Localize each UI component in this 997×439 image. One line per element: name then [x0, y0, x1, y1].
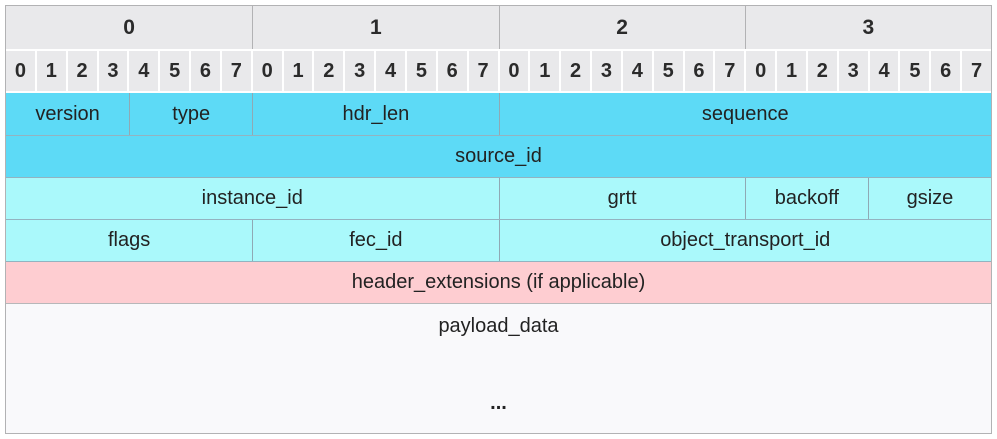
- bit-cell: 1: [283, 51, 313, 91]
- bit-cell: 7: [468, 51, 498, 91]
- field-cell-backoff: backoff: [744, 178, 868, 219]
- field-cell-flags: flags: [108, 229, 151, 251]
- bit-cell: 3: [592, 51, 621, 91]
- field-cell-header-extensions: header_extensions (if applicable): [351, 271, 646, 293]
- byte-header-row: 0 1 2 3: [6, 6, 991, 51]
- payload-data-area: payload_data ...: [6, 303, 991, 433]
- bit-cell: 5: [406, 51, 436, 91]
- bit-cell: 6: [191, 51, 220, 91]
- field-cell-fec-id: fec_id: [252, 220, 498, 261]
- bit-cell: 6: [684, 51, 714, 91]
- field-cell-object-transport-id: object_transport_id: [498, 220, 992, 261]
- byte-header-2: 2: [498, 6, 745, 49]
- bit-cell: 4: [622, 51, 652, 91]
- bit-cell: 3: [345, 51, 375, 91]
- field-cell-grtt: grtt: [498, 178, 745, 219]
- bit-cell: 0: [746, 51, 776, 91]
- bit-cell: 6: [437, 51, 467, 91]
- bit-cell: 1: [530, 51, 560, 91]
- payload-data-label: payload_data: [438, 315, 559, 337]
- bit-cell: 6: [931, 51, 961, 91]
- bit-cell: 3: [838, 51, 868, 91]
- bit-cell: 0: [499, 51, 529, 91]
- field-cell-hdr-len: hdr_len: [252, 93, 498, 135]
- bit-cell: 2: [67, 51, 97, 91]
- field-row-word0: version type hdr_len sequence: [6, 93, 991, 135]
- byte-header-0: 0: [123, 15, 135, 39]
- field-cell-instance-id: instance_id: [201, 187, 303, 209]
- field-cell-source-id: source_id: [455, 145, 542, 167]
- field-row-word3: flags fec_id object_transport_id: [6, 219, 991, 261]
- field-row-word2: instance_id grtt backoff gsize: [6, 177, 991, 219]
- bit-cell: 4: [129, 51, 159, 91]
- bit-cell: 7: [962, 51, 991, 91]
- bit-cell: 1: [36, 51, 66, 91]
- byte-header-3: 3: [744, 6, 991, 49]
- field-row-word1: source_id: [6, 135, 991, 177]
- bit-cell: 5: [900, 51, 930, 91]
- byte-header-1: 1: [252, 6, 498, 49]
- field-cell-type: type: [129, 93, 252, 135]
- bit-cell: 0: [252, 51, 282, 91]
- bit-cell: 1: [777, 51, 806, 91]
- bit-cell: 5: [653, 51, 683, 91]
- payload-ellipsis: ...: [490, 392, 507, 414]
- bit-cell: 7: [715, 51, 745, 91]
- field-cell-sequence: sequence: [498, 93, 992, 135]
- bit-cell: 2: [314, 51, 344, 91]
- field-cell-gsize: gsize: [867, 178, 991, 219]
- bit-cell: 7: [221, 51, 251, 91]
- bit-cell: 2: [807, 51, 837, 91]
- bit-cell: 4: [376, 51, 405, 91]
- bit-cell: 2: [561, 51, 591, 91]
- field-row-header-extensions: header_extensions (if applicable): [6, 261, 991, 303]
- bit-cell: 4: [869, 51, 899, 91]
- bit-cell: 5: [160, 51, 190, 91]
- bit-cell: 3: [98, 51, 128, 91]
- bit-cell: 0: [6, 51, 35, 91]
- field-cell-version: version: [35, 102, 100, 125]
